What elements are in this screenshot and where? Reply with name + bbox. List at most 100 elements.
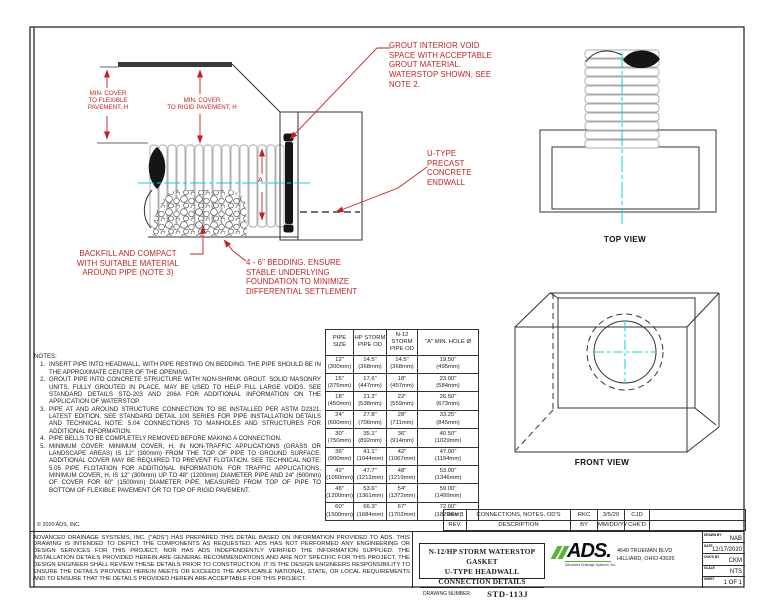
top-view-drawing — [539, 49, 717, 224]
cell: 42" (1050mm) — [325, 465, 354, 485]
cell: 22" (559mm) — [386, 391, 418, 411]
rev-date: 3/5/20 — [597, 509, 625, 521]
note-item: PIPE AT AND AROUND STRUCTURE CONNECTION … — [47, 406, 321, 436]
cell: 47.00" (1194mm) — [417, 446, 479, 467]
cell: 47.7" (1212mm) — [353, 465, 387, 485]
info-label: SHEET — [704, 577, 715, 582]
info-value: NAB — [729, 535, 742, 542]
title-block-strip: ADVANCED DRAINAGE SYSTEMS, INC. ("ADS") … — [30, 531, 745, 599]
table-row: 36" (900mm) 41.1" (1044mm) 42" (1067mm) … — [325, 446, 479, 467]
top-view-label: TOP VIEW — [603, 235, 647, 244]
pipe-table-header: N-12 STORM PIPE OD — [386, 329, 418, 356]
drawing-title-line1: N-12/HP STORM WATERSTOP GASKET — [428, 546, 536, 566]
cell: 67" (1702mm) — [386, 501, 418, 522]
note-item: INSERT PIPE INTO HEADWALL, WITH PIPE RES… — [47, 361, 321, 376]
cell: 54" (1372mm) — [386, 483, 418, 503]
dim-cover-flexible: MIN. COVER TO FLEXIBLE PAVEMENT, H — [87, 90, 129, 112]
sheet-border — [29, 26, 745, 588]
revision-table: REV 3 CONNECTIONS, NOTES, OD'S RKC 3/5/2… — [443, 509, 746, 531]
disclaimer-text: ADVANCED DRAINAGE SYSTEMS, INC. ("ADS") … — [33, 534, 410, 583]
info-value: CKM — [728, 557, 742, 564]
info-label: DATE — [704, 543, 713, 548]
callout-grout-note: GROUT INTERIOR VOID SPACE WITH ACCEPTABL… — [389, 41, 492, 89]
cell: 36" (914mm) — [386, 428, 418, 448]
info-value: 1 OF 1 — [723, 580, 742, 587]
cell: 53.00" (1346mm) — [417, 465, 479, 485]
rev-description: DESCRIPTION — [466, 519, 571, 531]
cell: 33.25" (845mm) — [417, 409, 479, 430]
front-view-drawing — [514, 292, 720, 453]
info-label: SCALE — [704, 566, 715, 571]
logo-wordmark: ADS. — [567, 540, 612, 562]
cell: 59.00" (1499mm) — [417, 483, 479, 503]
info-value: 12/17/2020 — [711, 546, 742, 553]
rev-cell: REV. — [443, 519, 467, 531]
cell: 41.1" (1044mm) — [353, 446, 387, 467]
notes-list: INSERT PIPE INTO HEADWALL, WITH PIPE RES… — [34, 361, 321, 494]
cell: 35.1" (892mm) — [353, 428, 387, 448]
cell: 12" (300mm) — [325, 354, 354, 375]
info-label: CHK'D BY — [704, 554, 720, 559]
rev-cell: REV 3 — [443, 509, 467, 521]
drawing-title-box: N-12/HP STORM WATERSTOP GASKET U-TYPE HE… — [419, 543, 545, 599]
logo-tagline: Advanced Drainage Systems, Inc. — [565, 563, 617, 568]
callout-bedding: 4 - 6" BEDDING. ENSURE STABLE UNDERLYING… — [246, 258, 358, 296]
info-row-scale: SCALE NTS — [703, 566, 745, 577]
cell: 36" (900mm) — [325, 446, 354, 467]
cell: 53.6" (1361mm) — [353, 483, 387, 503]
cell: 42" (1067mm) — [386, 446, 418, 467]
cell: 18" (450mm) — [325, 391, 354, 411]
table-row: 15" (375mm) 17.6" (447mm) 18" (457mm) 23… — [325, 373, 479, 393]
dim-cover-rigid: MIN. COVER TO RIGID PAVEMENT, H — [167, 97, 237, 112]
note-item: GROUT PIPE INTO CONCRETE STRUCTURE WITH … — [47, 376, 321, 406]
endwall-face — [279, 111, 299, 241]
rev-empty — [649, 519, 746, 531]
pipe-table-header: HP STORM PIPE OD — [353, 329, 387, 356]
section-view-drawing — [97, 62, 363, 241]
address-line1: 4640 TRUEMAN BLVD — [617, 548, 673, 554]
info-row-sheet: SHEET 1 OF 1 — [703, 577, 745, 588]
note-item: PIPE BELLS TO BE COMPLETELY REMOVED BEFO… — [47, 435, 321, 442]
cell: 48" (1219mm) — [386, 465, 418, 485]
info-label: DRAWN BY — [704, 532, 722, 537]
drawing-title-line2: U-TYPE HEADWALL CONNECTION DETAILS — [438, 566, 526, 587]
cell: 14.5" (368mm) — [386, 354, 418, 375]
cell: 30" (750mm) — [325, 428, 354, 448]
revision-row: REV 3 CONNECTIONS, NOTES, OD'S RKC 3/5/2… — [443, 509, 746, 521]
pipe-size-table: PIPE SIZE HP STORM PIPE OD N-12 STORM PI… — [325, 329, 479, 522]
pipe-table-header: PIPE SIZE — [325, 329, 354, 356]
cell: 15" (375mm) — [325, 373, 354, 393]
drawing-number-label: DRAWING NUMBER: — [423, 591, 472, 598]
title-block-info-column: DRAWN BY NAB DATE 12/17/2020 CHK'D BY CK… — [702, 532, 745, 588]
rev-by: BY — [570, 519, 598, 531]
drawing-number: STD-113J — [487, 589, 529, 600]
waterstop-gasket — [148, 147, 166, 189]
cell: 17.6" (447mm) — [353, 373, 387, 393]
company-address: 4640 TRUEMAN BLVD HILLIARD, OHIO 43026 — [617, 548, 675, 564]
cell: 24" (600mm) — [325, 409, 354, 430]
table-row: 12" (300mm) 14.5" (368mm) 14.5" (368mm) … — [325, 354, 479, 375]
info-row-drawn-by: DRAWN BY NAB — [703, 532, 745, 544]
dim-hole-a-label: A — [258, 177, 263, 184]
front-view-label: FRONT VIEW — [574, 458, 630, 467]
strip-divider — [412, 532, 413, 588]
cell: 66.3" (1684mm) — [353, 501, 387, 522]
info-row-date: DATE 12/17/2020 — [703, 543, 745, 555]
cell: 27.8" (706mm) — [353, 409, 387, 430]
table-row: 48" (1200mm) 53.6" (1361mm) 54" (1372mm)… — [325, 483, 479, 503]
annotation-leaders — [104, 47, 428, 262]
ads-logo: ADS. Advanced Drainage Systems, Inc. — [550, 540, 617, 568]
cell: 48" (1200mm) — [325, 483, 354, 503]
rev-empty — [649, 509, 746, 521]
cell: 23.00" (584mm) — [417, 373, 479, 393]
callout-backfill: BACKFILL AND COMPACT WITH SUITABLE MATER… — [77, 249, 179, 278]
cell: 19.50" (495mm) — [417, 354, 479, 375]
cell: 21.2" (538mm) — [353, 391, 387, 411]
copyright-text: © 2020 ADS, INC. — [37, 522, 81, 528]
cell: 14.5" (368mm) — [353, 354, 387, 375]
cell: 18" (457mm) — [386, 373, 418, 393]
notes-block: NOTES: INSERT PIPE INTO HEADWALL, WITH P… — [34, 353, 321, 494]
endwall-body — [297, 111, 363, 241]
table-row: 30" (750mm) 35.1" (892mm) 36" (914mm) 40… — [325, 428, 479, 448]
